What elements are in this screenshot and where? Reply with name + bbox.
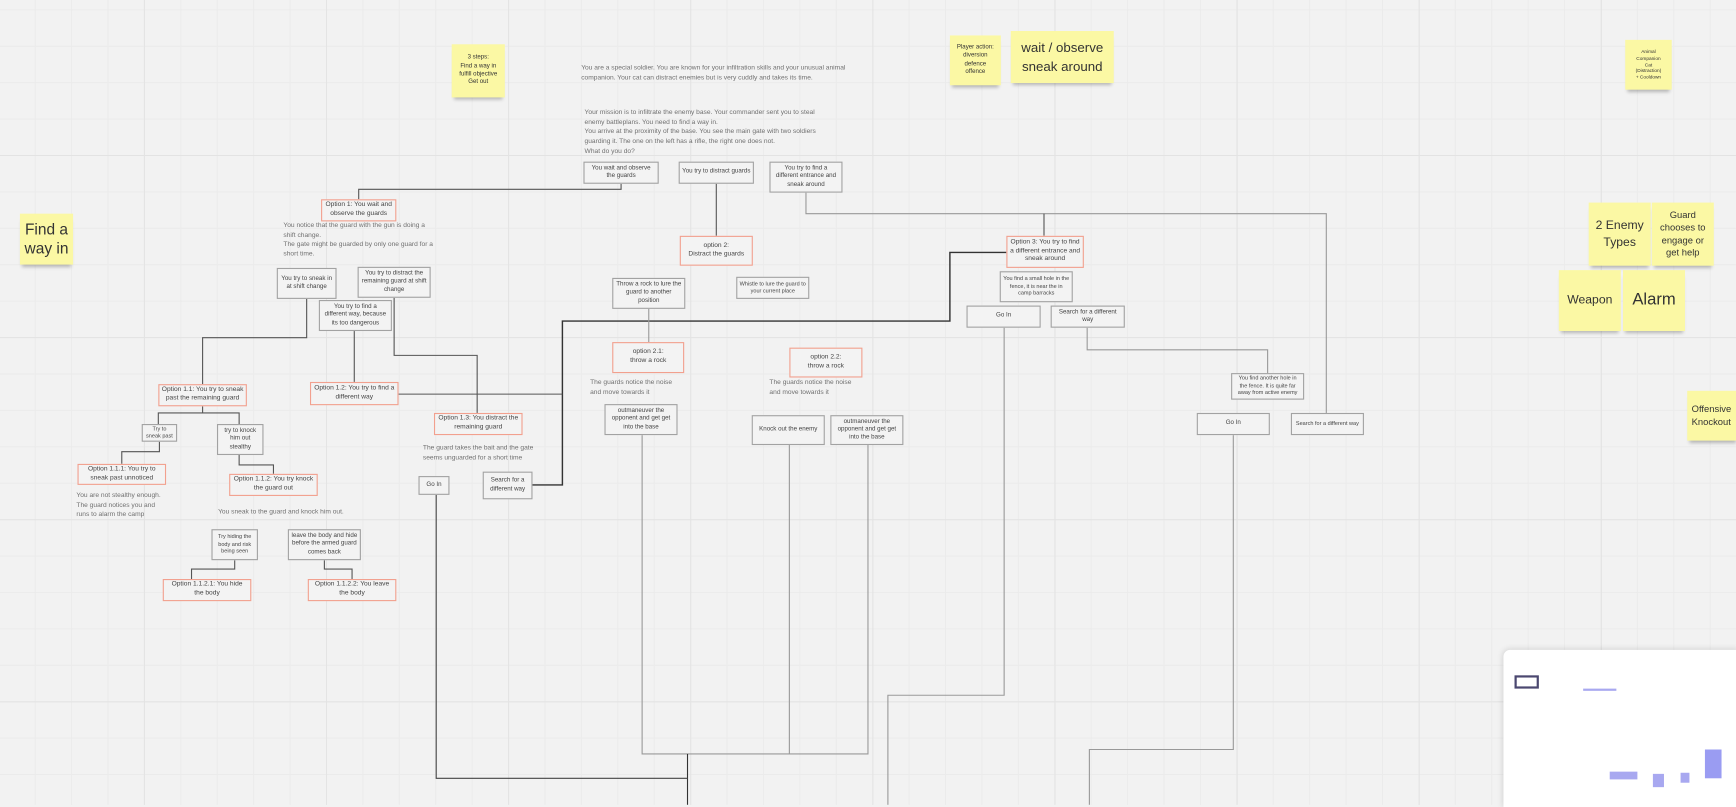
bait-text: The guard takes the bait and the gate se…	[422, 445, 534, 462]
connector	[1086, 327, 1269, 374]
noise-text-2-2: The guards notice the noise and move tow…	[769, 379, 852, 396]
sticky-weapon[interactable]: Weapon	[1558, 270, 1621, 332]
option-2[interactable]: option 2: Distract the guards	[679, 235, 753, 266]
minimap-content	[1704, 749, 1722, 779]
option-1-2[interactable]: Option 1.2: You try to find a different …	[309, 381, 399, 406]
choice-another-hole[interactable]: You find another hole in the fence. It i…	[1231, 373, 1305, 400]
sticky-enemy-types[interactable]: 2 Enemy Types	[1588, 202, 1651, 266]
connector	[887, 327, 1005, 805]
connector	[190, 560, 236, 580]
not-stealthy-text: You are not stealthy enough. The guard n…	[76, 492, 161, 519]
choice-knock-out[interactable]: try to knock him out stealthy	[216, 424, 264, 456]
minimap-content	[1652, 773, 1664, 788]
sneak-knock-text: You sneak to the guard and knock him out…	[218, 509, 344, 516]
choice-leave-body[interactable]: leave the body and hide before the armed…	[287, 529, 361, 561]
choice-try-sneak[interactable]: Try to sneak past	[141, 424, 178, 442]
connector	[805, 192, 1327, 413]
choice-whistle[interactable]: Whistle to lure the guard to your curren…	[736, 276, 810, 299]
option-1-3[interactable]: Option 1.3: You distract the remaining g…	[433, 412, 523, 436]
connector	[393, 297, 478, 413]
connector	[532, 251, 1007, 486]
choice-small-hole[interactable]: You find a small hole in the fence, it i…	[999, 271, 1073, 303]
choice-search-3[interactable]: Search for a different way	[1050, 305, 1125, 328]
choice-go-in-1-3[interactable]: Go In	[418, 476, 450, 495]
choice-distract-remaining[interactable]: You try to distract the remaining guard …	[357, 266, 431, 298]
minimap-content	[1583, 688, 1617, 691]
choice-knock-enemy[interactable]: Knock out the enemy	[751, 415, 825, 446]
intro-text: You are a special soldier. You are known…	[581, 65, 846, 82]
noise-text-2-1: The guards notice the noise and move tow…	[590, 379, 673, 396]
minimap-viewport[interactable]	[1514, 675, 1539, 689]
choice-throw-rock[interactable]: Throw a rock to lure the guard to anothe…	[612, 277, 686, 309]
choice-distract[interactable]: You try to distract guards	[678, 161, 754, 184]
sticky-find-way-in[interactable]: Find a way in	[19, 213, 74, 265]
option-1[interactable]: Option 1: You wait and observe the guard…	[321, 199, 397, 222]
choice-go-in-3b[interactable]: Go In	[1196, 412, 1270, 436]
mission-text: Your mission is to infiltrate the enemy …	[584, 109, 816, 155]
choice-search-1-3[interactable]: Search for a different way	[482, 471, 533, 500]
connector	[323, 560, 353, 580]
choice-outmaneuver-2-2[interactable]: outmaneuver the opponent and get get int…	[830, 415, 904, 446]
connector	[358, 183, 622, 200]
connector	[1088, 435, 1234, 805]
connector	[121, 441, 160, 464]
option-1-1-1[interactable]: Option 1.1.1: You try to sneak past unno…	[77, 463, 167, 485]
sticky-animal-companion[interactable]: Animal Companion Cat (Distraction) + Coo…	[1625, 39, 1672, 90]
connector	[238, 455, 275, 474]
choice-outmaneuver-2-1[interactable]: outmaneuver the opponent and get get int…	[604, 404, 678, 436]
choice-entrance[interactable]: You try to find a different entrance and…	[769, 161, 843, 193]
option-2-1[interactable]: option 2.1: throw a rock	[612, 342, 685, 374]
connector	[157, 406, 204, 425]
choice-sneak-shift[interactable]: You try to sneak in at shift change	[276, 267, 337, 299]
connector	[202, 412, 240, 425]
sticky-steps[interactable]: 3 steps: Find a way in fulfill objective…	[451, 44, 505, 98]
connector	[202, 298, 308, 385]
choice-go-in-3[interactable]: Go In	[966, 305, 1041, 328]
option-2-2[interactable]: option 2.2: throw a rock	[789, 347, 863, 378]
sticky-alarm[interactable]: Alarm	[1623, 270, 1686, 332]
option-1-1-2-1[interactable]: Option 1.1.2.1: You hide the body	[162, 579, 252, 602]
option-1-1-2[interactable]: Option 1.1.2: You try knock the guard ou…	[229, 473, 318, 496]
shift-change-text: You notice that the guard with the gun i…	[283, 222, 433, 259]
minimap-content	[1680, 772, 1690, 783]
option-1-1[interactable]: Option 1.1: You try to sneak past the re…	[158, 384, 247, 407]
choice-search-3b[interactable]: Search for a different way	[1290, 412, 1364, 436]
option-3[interactable]: Option 3: You try to find a different en…	[1006, 235, 1084, 268]
connector	[641, 435, 869, 755]
sticky-player-action[interactable]: Player action: diversion defence offence	[949, 35, 1001, 86]
choice-wait-observe[interactable]: You wait and observe the guards	[583, 161, 659, 184]
minimap-content	[1609, 771, 1638, 780]
option-1-1-2-2[interactable]: Option 1.1.2.2: You leave the body	[307, 579, 397, 602]
choice-hide-body[interactable]: Try hiding the body and risk being seen	[211, 529, 258, 561]
choice-different-way[interactable]: You try to find a different way, because…	[318, 300, 392, 332]
connector	[435, 494, 688, 779]
minimap[interactable]	[1503, 649, 1736, 807]
sticky-wait-observe[interactable]: wait / observe sneak around	[1010, 30, 1114, 84]
sticky-offensive-knockout[interactable]: Offensive Knockout	[1687, 390, 1736, 441]
sticky-guard-chooses[interactable]: Guard chooses to engage or get help	[1651, 202, 1714, 266]
